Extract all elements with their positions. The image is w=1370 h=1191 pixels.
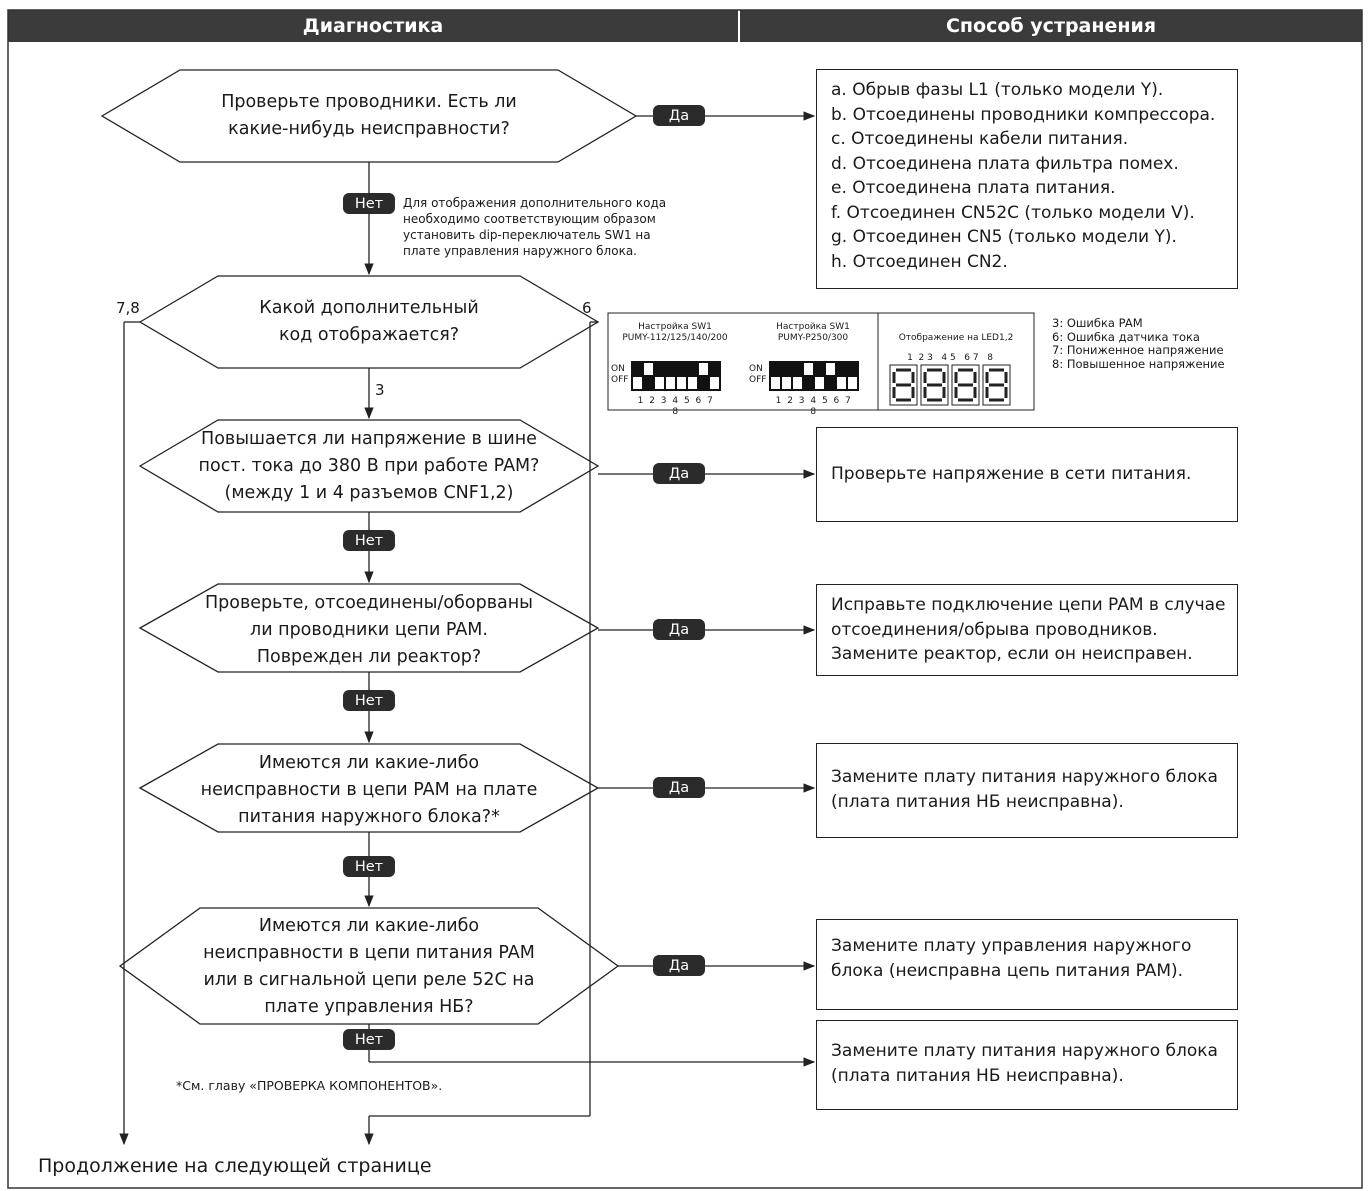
code-legend: 3: Ошибка PAM 6: Ошибка датчика тока 7: … <box>1052 316 1225 371</box>
no-label: Нет <box>343 193 395 214</box>
decision-pam-wires: Проверьте, отсоединены/оборваны ли прово… <box>204 593 533 667</box>
switch-numbers: 1 2 3 4 5 6 7 8 <box>775 396 853 417</box>
dip-switch-toggle <box>837 377 846 389</box>
dip-switch-toggle <box>782 377 791 389</box>
led-display <box>889 364 1011 406</box>
dip-switch-toggle <box>815 377 824 389</box>
header-remedy: Способ устранения <box>740 10 1362 42</box>
led-segments <box>985 368 1008 402</box>
dip-switch-toggle <box>710 377 719 389</box>
decision-pam-power-board: Имеются ли какие-либо неисправности в це… <box>200 753 538 827</box>
led-segments <box>954 368 977 402</box>
dip-switch-toggle <box>677 377 686 389</box>
header-diagnostics: Диагностика <box>8 10 738 42</box>
led-segments <box>923 368 946 402</box>
decision-hexagon <box>138 583 600 673</box>
dip-switch-toggle <box>848 377 857 389</box>
outer-frame <box>7 9 1363 1189</box>
off-label: OFF <box>749 375 767 385</box>
branch-label-down: 3 <box>375 381 385 399</box>
dip-setting-1-label: Настройка SW1 PUMY-112/125/140/200 <box>622 322 728 343</box>
no-label: Нет <box>343 530 395 551</box>
yes-label: Да <box>653 777 705 798</box>
dip-switch-toggle <box>633 377 642 389</box>
remedy-box-power-board-final: Замените плату питания наружного блока (… <box>816 1020 1238 1110</box>
dip-switch-toggle <box>804 363 813 375</box>
remedy-box-pam-wiring: Исправьте подключение цепи PAM в случае … <box>816 584 1238 676</box>
yes-label: Да <box>653 105 705 126</box>
dip-switch-1 <box>631 361 721 391</box>
led-segments <box>892 368 915 402</box>
dip-switch-toggle <box>826 363 835 375</box>
yes-label: Да <box>653 463 705 484</box>
dip-switch-toggle <box>793 377 802 389</box>
decision-pam-control-board: Имеются ли какие-либо неисправности в це… <box>203 916 535 1017</box>
led-display-title: Отображение на LED1,2 <box>898 333 1014 343</box>
dip-switch-toggle <box>655 377 664 389</box>
remedy-box-power-board: Замените плату питания наружного блока (… <box>816 743 1238 838</box>
decision-check-wires: Проверьте проводники. Есть ли какие-нибу… <box>221 92 517 139</box>
yes-label: Да <box>653 955 705 976</box>
branch-label-right: 6 <box>582 299 592 317</box>
dip-note: Для отображения дополнительного кода нео… <box>403 196 667 258</box>
dip-switch-toggle <box>644 363 653 375</box>
remedy-box-control-board: Замените плату управления наружного блок… <box>816 919 1238 1010</box>
decision-hexagon <box>138 419 600 513</box>
dip-switch-toggle <box>699 363 708 375</box>
dip-switch-toggle <box>771 377 780 389</box>
dip-switch-toggle <box>666 377 675 389</box>
dip-switch-toggle <box>688 377 697 389</box>
switch-numbers: 1 2 3 4 5 6 7 8 <box>637 396 715 417</box>
footnote: *См. главу «ПРОВЕРКА КОМПОНЕНТОВ». <box>176 1078 443 1093</box>
remedy-box-wiring: a. Обрыв фазы L1 (только модели Y). b. О… <box>816 69 1238 289</box>
dip-switch-2 <box>769 361 859 391</box>
dip-switch-panel <box>607 312 1035 411</box>
on-label: ON <box>611 364 625 374</box>
dip-setting-2-label: Настройка SW1 PUMY-P250/300 <box>776 322 850 343</box>
continuation-text: Продолжение на следующей странице <box>38 1155 432 1177</box>
no-label: Нет <box>343 856 395 877</box>
no-label: Нет <box>343 690 395 711</box>
no-label: Нет <box>343 1029 395 1050</box>
decision-dc-voltage: Повышается ли напряжение в шине пост. то… <box>198 429 540 503</box>
yes-label: Да <box>653 619 705 640</box>
off-label: OFF <box>611 375 629 385</box>
on-label: ON <box>749 364 763 374</box>
led-digit-numbers: 1 2 3 4 5 6 7 8 <box>907 353 993 363</box>
branch-label-left: 7,8 <box>116 299 140 317</box>
decision-extra-code: Какой дополнительный код отображается? <box>259 298 479 345</box>
remedy-box-supply-voltage: Проверьте напряжение в сети питания. <box>816 427 1238 522</box>
